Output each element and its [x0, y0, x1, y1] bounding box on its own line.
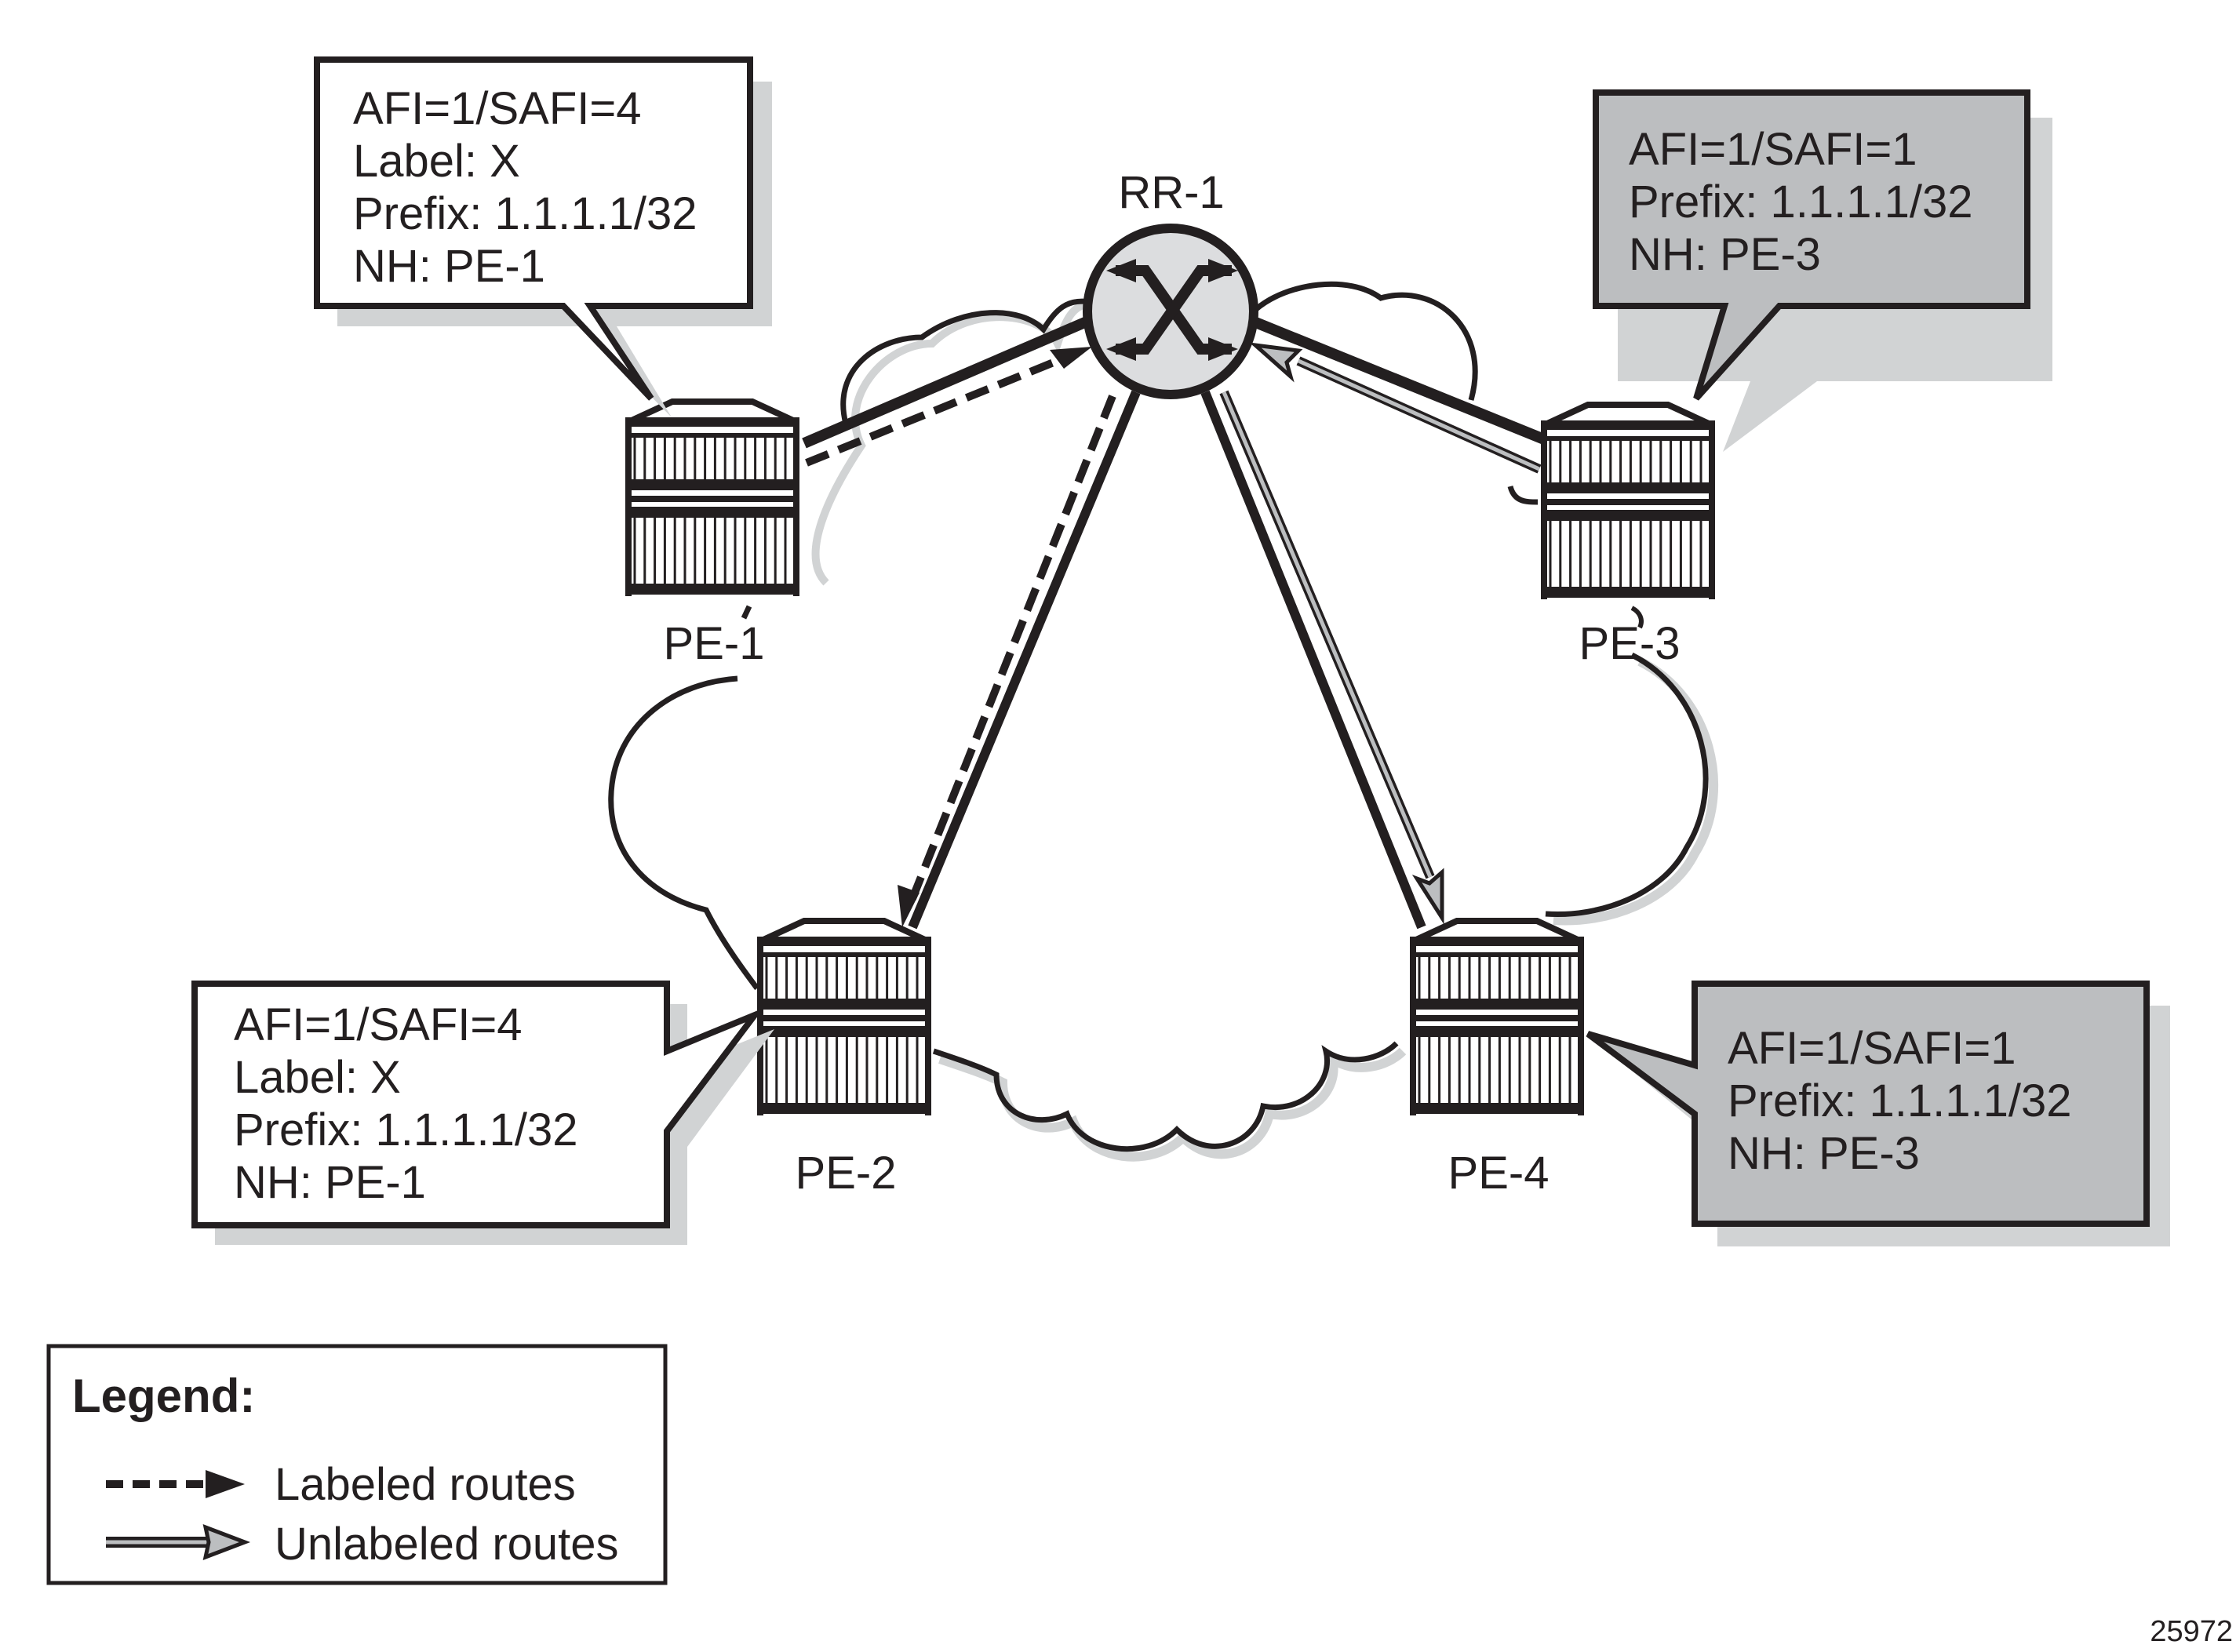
session-pe2-rr1 — [908, 390, 1141, 930]
svg-text:Prefix: 1.1.1.1/32: Prefix: 1.1.1.1/32 — [1629, 176, 1972, 227]
node-label-pe1: PE-1 — [664, 618, 765, 669]
callout-pe2-line: NH: PE-1 — [234, 1157, 426, 1208]
node-label-pe2: PE-2 — [796, 1148, 897, 1199]
callout-pe3-line: NH: PE-3 — [1629, 229, 1821, 280]
callout-pe1-line: Label: X — [353, 136, 520, 187]
callout-pe1-line: NH: PE-1 — [353, 241, 545, 292]
unlabeled-route-rr1-to-pe4 — [1222, 391, 1433, 878]
callout-pe4-line: AFI=1/SAFI=1 — [1728, 1023, 2016, 1074]
unlabeled-route-pe3-to-rr1 — [1297, 358, 1541, 471]
labeled-route-pe1-to-rr1 — [805, 353, 1069, 467]
arrowhead-icon — [202, 1524, 251, 1560]
route-reflector-icon — [1083, 224, 1258, 399]
figure-id: 25972 — [2150, 1615, 2233, 1648]
legend-label: Unlabeled routes — [275, 1519, 619, 1570]
svg-text:Prefix: 1.1.1.1/32: Prefix: 1.1.1.1/32 — [353, 188, 697, 239]
svg-text:NH: PE-3: NH: PE-3 — [1728, 1128, 1920, 1179]
svg-text:Prefix: 1.1.1.1/32: Prefix: 1.1.1.1/32 — [234, 1104, 577, 1155]
router-grill — [1549, 441, 1702, 587]
legend-title: Legend: — [72, 1370, 255, 1422]
arrowhead-icon — [206, 1470, 245, 1498]
svg-text:NH: PE-1: NH: PE-1 — [234, 1157, 426, 1208]
callout-pe2-line: AFI=1/SAFI=4 — [234, 999, 523, 1050]
callout-pe4: AFI=1/SAFI=1 Prefix: 1.1.1.1/32 NH: PE-3 — [1586, 981, 2170, 1246]
svg-text:Label: X: Label: X — [353, 136, 520, 187]
arrowhead-icon — [1411, 868, 1444, 925]
callout-pe2-line: Label: X — [234, 1052, 401, 1103]
legend-item-unlabeled: Unlabeled routes — [106, 1519, 619, 1570]
callout-pe3: AFI=1/SAFI=1 Prefix: 1.1.1.1/32 NH: PE-3 — [1593, 89, 2052, 452]
router-icon — [760, 921, 928, 1115]
legend-label: Labeled routes — [275, 1459, 576, 1510]
labeled-route-flows — [805, 347, 1116, 927]
router-grill — [1418, 957, 1571, 1103]
svg-text:NH: PE-3: NH: PE-3 — [1629, 229, 1821, 280]
node-label-rr1: RR-1 — [1118, 167, 1224, 218]
router-grill — [765, 957, 919, 1103]
unlabeled-route-flows — [1219, 342, 1542, 925]
svg-text:Prefix: 1.1.1.1/32: Prefix: 1.1.1.1/32 — [1728, 1075, 2071, 1126]
svg-text:AFI=1/SAFI=1: AFI=1/SAFI=1 — [1629, 124, 1917, 175]
node-label-pe3: PE-3 — [1579, 618, 1681, 669]
node-label-pe4: PE-4 — [1448, 1148, 1550, 1199]
arrowhead-icon — [1249, 342, 1303, 383]
node-rr1[interactable]: RR-1 — [1083, 167, 1258, 399]
network-cloud — [608, 281, 1719, 1162]
svg-text:NH: PE-1: NH: PE-1 — [353, 241, 545, 292]
node-pe3[interactable]: PE-3 — [1544, 405, 1712, 669]
callout-pe3-line: Prefix: 1.1.1.1/32 — [1629, 176, 1972, 227]
callout-pe2: AFI=1/SAFI=4 Label: X Prefix: 1.1.1.1/32… — [191, 981, 774, 1245]
legend: Legend: Labeled routes Unlabeled routes — [46, 1344, 668, 1585]
arrowhead-icon — [1050, 347, 1092, 369]
callout-pe1: AFI=1/SAFI=4 Label: X Prefix: 1.1.1.1/32… — [314, 56, 772, 417]
callout-pe2-line: Prefix: 1.1.1.1/32 — [234, 1104, 577, 1155]
svg-text:AFI=1/SAFI=4: AFI=1/SAFI=4 — [353, 83, 642, 134]
session-pe3-rr1 — [1251, 316, 1546, 445]
arrowhead-icon — [898, 885, 920, 927]
callout-pe1-line: AFI=1/SAFI=4 — [353, 83, 642, 134]
router-icon — [628, 402, 796, 596]
node-pe2[interactable]: PE-2 — [760, 921, 928, 1199]
bgp-sessions — [802, 316, 1546, 930]
node-pe1[interactable]: PE-1 — [628, 402, 796, 669]
session-pe1-rr1 — [802, 316, 1089, 449]
legend-item-labeled: Labeled routes — [106, 1459, 576, 1510]
labeled-route-rr1-to-pe2 — [908, 395, 1116, 902]
router-icon — [1544, 405, 1712, 599]
callout-pe1-line: Prefix: 1.1.1.1/32 — [353, 188, 697, 239]
svg-text:AFI=1/SAFI=4: AFI=1/SAFI=4 — [234, 999, 523, 1050]
router-icon — [1413, 921, 1581, 1115]
router-grill — [633, 438, 787, 584]
svg-text:Label: X: Label: X — [234, 1052, 401, 1103]
callout-pe3-line: AFI=1/SAFI=1 — [1629, 124, 1917, 175]
node-pe4[interactable]: PE-4 — [1413, 921, 1581, 1199]
session-pe4-rr1 — [1200, 390, 1426, 930]
callout-pe4-line: Prefix: 1.1.1.1/32 — [1728, 1075, 2071, 1126]
callout-pe4-line: NH: PE-3 — [1728, 1128, 1920, 1179]
svg-text:AFI=1/SAFI=1: AFI=1/SAFI=1 — [1728, 1023, 2016, 1074]
